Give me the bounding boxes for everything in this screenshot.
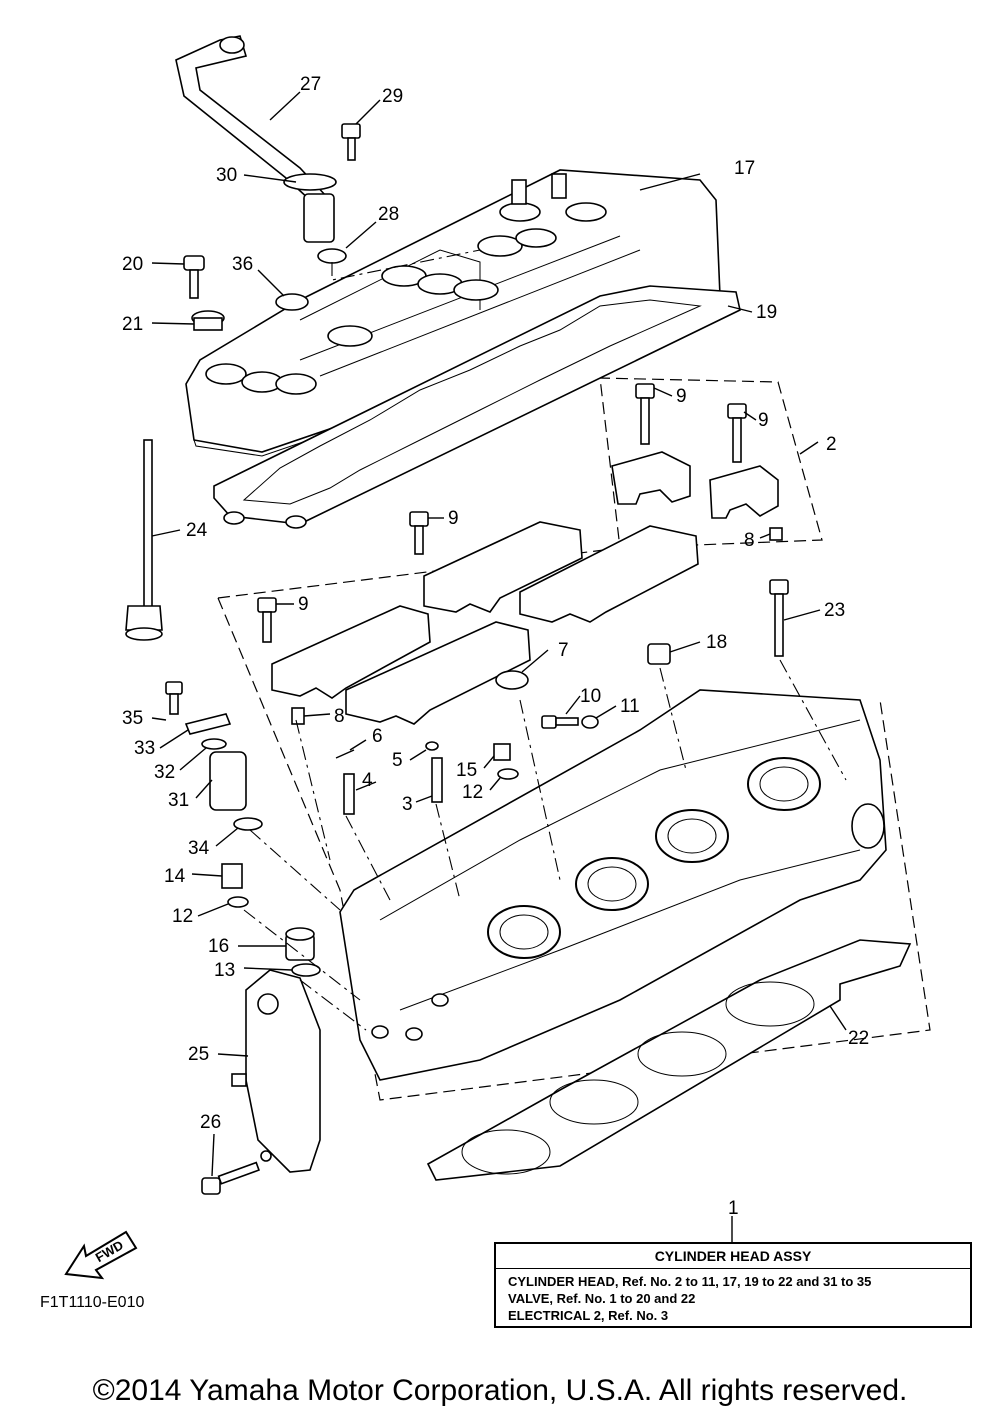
callout-28: 28 <box>378 204 399 225</box>
bolt-35 <box>165 681 183 715</box>
callout-34: 34 <box>188 838 210 859</box>
grommet-21 <box>191 310 225 331</box>
callout-20: 20 <box>122 254 143 275</box>
forward-arrow-icon: FWD <box>64 1230 138 1280</box>
callout-12-a: 12 <box>462 782 483 803</box>
copyright-notice: ©2014 Yamaha Motor Corporation, U.S.A. A… <box>92 1374 908 1407</box>
callout-25: 25 <box>188 1044 209 1065</box>
assembly-divider <box>496 1268 970 1269</box>
washer-11 <box>581 715 599 729</box>
callout-7: 7 <box>558 640 569 661</box>
callout-23: 23 <box>824 600 845 621</box>
callout-10: 10 <box>580 686 601 707</box>
clip-6 <box>335 749 355 759</box>
cam-cap-lower-left <box>257 597 431 725</box>
head-gasket <box>426 939 912 1181</box>
cap-31 <box>209 751 247 811</box>
washer-12-lower <box>227 896 249 908</box>
assembly-row-valve: VALVE, Ref. No. 1 to 20 and 22 <box>508 1291 696 1306</box>
callout-13: 13 <box>214 960 235 981</box>
drawing-code: F1T1110-E010 <box>40 1294 145 1311</box>
callout-5: 5 <box>392 750 403 771</box>
callout-35: 35 <box>122 708 143 729</box>
callout-9-b: 9 <box>758 410 769 431</box>
nut-14 <box>221 863 243 889</box>
callout-26: 26 <box>200 1112 221 1133</box>
callout-24: 24 <box>186 520 208 541</box>
callout-6: 6 <box>372 726 383 747</box>
callout-labels: 27 29 17 30 28 20 36 21 19 9 9 2 24 9 8 … <box>122 74 869 1219</box>
o-ring-28 <box>317 248 347 264</box>
o-ring-34 <box>233 817 263 831</box>
callout-36: 36 <box>232 254 253 275</box>
leader-lines <box>151 91 847 1242</box>
callout-16: 16 <box>208 936 229 957</box>
cam-cap-middle-left <box>409 511 583 613</box>
callout-22: 22 <box>848 1028 869 1049</box>
assembly-title: CYLINDER HEAD ASSY <box>654 1248 812 1264</box>
nut-15 <box>493 743 511 761</box>
cap-nut-16 <box>285 927 315 961</box>
callout-29: 29 <box>382 86 403 107</box>
valve-seal-4 <box>343 773 355 815</box>
callout-14: 14 <box>164 866 186 887</box>
callout-9-a: 9 <box>676 386 687 407</box>
assy-boundary-head <box>217 597 931 1101</box>
o-ring-5 <box>425 741 439 751</box>
plate-33 <box>184 713 232 735</box>
bracket-plate-25 <box>231 969 321 1173</box>
callout-32: 32 <box>154 762 175 783</box>
callout-12-b: 12 <box>172 906 193 927</box>
valve-guide-3 <box>431 757 443 803</box>
callout-19: 19 <box>756 302 777 323</box>
callout-8-b: 8 <box>334 706 345 727</box>
bolt-20 <box>183 255 205 299</box>
callout-30: 30 <box>216 165 237 186</box>
head-bolt-23 <box>769 579 789 657</box>
assembly-row-electrical: ELECTRICAL 2, Ref. No. 3 <box>508 1308 669 1323</box>
callout-15: 15 <box>456 760 477 781</box>
cam-cap-upper-right-2 <box>709 403 783 541</box>
valve-lifter-18 <box>647 643 671 665</box>
bolt-26 <box>201 1161 260 1195</box>
callout-1: 1 <box>728 1198 739 1219</box>
assembly-row-cylinder-head: CYLINDER HEAD, Ref. No. 2 to 11, 17, 19 … <box>508 1274 872 1289</box>
callout-11: 11 <box>620 696 640 717</box>
assembly-reference-box: CYLINDER HEAD ASSY CYLINDER HEAD, Ref. N… <box>494 1242 972 1328</box>
assy-boundary-upper <box>597 377 823 549</box>
callout-17: 17 <box>734 158 755 179</box>
cable-tie <box>125 439 163 641</box>
callout-21: 21 <box>122 314 143 335</box>
alignment-lines <box>243 249 847 1031</box>
cam-cap-lower-right <box>345 621 531 725</box>
intake-ports <box>487 757 821 959</box>
washer-32 <box>201 738 227 750</box>
breather-hose <box>175 35 337 243</box>
cam-cap-upper-right <box>611 383 691 505</box>
washer-12-upper <box>497 768 519 780</box>
cylinder-head <box>339 689 887 1081</box>
callout-9-d: 9 <box>298 594 309 615</box>
callout-31: 31 <box>168 790 189 811</box>
callout-9-c: 9 <box>448 508 459 529</box>
grommet-36 <box>275 293 309 311</box>
head-cover-gasket <box>213 285 741 529</box>
callout-27: 27 <box>300 74 321 95</box>
callout-3: 3 <box>402 794 413 815</box>
plug-7 <box>495 670 529 690</box>
cam-cap-middle-right <box>519 525 699 623</box>
callout-2: 2 <box>826 434 837 455</box>
callout-18: 18 <box>706 632 727 653</box>
bolt-29 <box>341 123 361 161</box>
callout-8-a: 8 <box>744 530 755 551</box>
bolt-10 <box>541 715 579 729</box>
callout-4: 4 <box>362 770 373 791</box>
callout-33: 33 <box>134 738 155 759</box>
cylinder-head-cover <box>185 169 721 457</box>
